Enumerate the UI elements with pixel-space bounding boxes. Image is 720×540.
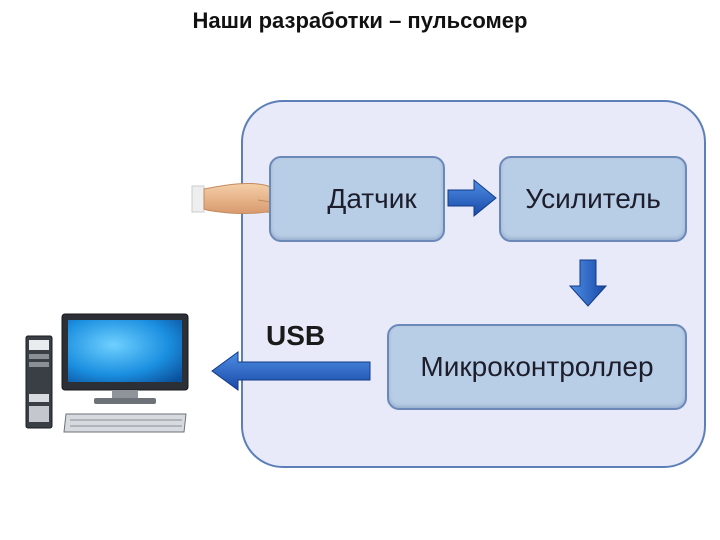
microcontroller-block: Микроконтроллер (387, 324, 687, 410)
arrow-right-icon (447, 178, 497, 218)
page-title: Наши разработки – пульсомер (192, 8, 528, 33)
amplifier-block: Усилитель (499, 156, 687, 242)
sensor-block: Датчик (269, 156, 445, 242)
amplifier-label: Усилитель (525, 183, 661, 214)
arrow-down-icon (568, 259, 608, 307)
usb-label: USB (266, 320, 326, 351)
computer-icon (25, 313, 189, 433)
microcontroller-label: Микроконтроллер (420, 351, 654, 382)
arrow-left-icon (211, 351, 371, 391)
sensor-label: Датчик (327, 183, 417, 214)
